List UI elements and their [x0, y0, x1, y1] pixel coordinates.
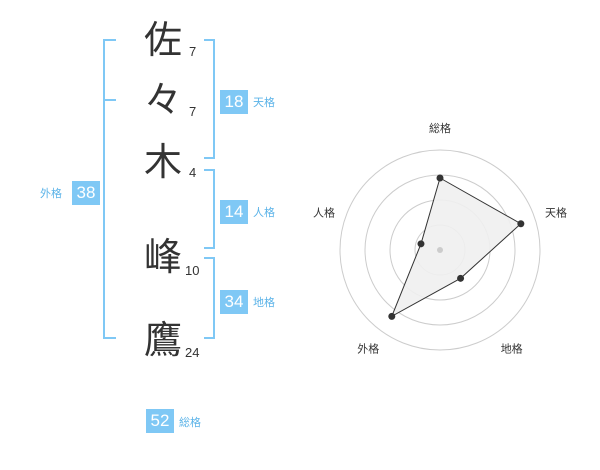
- radar-point-4: [388, 312, 396, 320]
- soukaku-value-badge: 52: [146, 409, 174, 433]
- name-char-3: 木: [143, 140, 182, 184]
- radar-points: [388, 174, 525, 320]
- soukaku-label: 総格: [179, 416, 201, 429]
- jinkaku-bracket: [204, 169, 215, 249]
- name-char-2: 々: [143, 78, 182, 122]
- tenkaku-value-badge: 18: [220, 90, 248, 114]
- tenkaku-bracket: [204, 39, 215, 159]
- stroke-count-1: 7: [189, 44, 197, 59]
- radar-axis-label-4: 外格: [357, 342, 379, 356]
- radar-point-2: [517, 220, 525, 228]
- radar-point-1: [436, 174, 444, 182]
- radar-axis-label-3: 地格: [501, 342, 523, 356]
- jinkaku-value-badge: 14: [220, 200, 248, 224]
- stroke-count-3: 4: [189, 165, 197, 180]
- gaikaku-label: 外格: [40, 187, 62, 200]
- stroke-count-4: 10: [185, 263, 200, 278]
- gaikaku-bracket: [103, 39, 116, 339]
- radar-axis-label-2: 天格: [545, 205, 567, 219]
- name-char-4: 峰: [143, 235, 182, 279]
- radar-point-5: [417, 240, 425, 248]
- chikaku-value-badge: 34: [220, 290, 248, 314]
- radar-axis-label-5: 人格: [313, 205, 335, 219]
- radar-ring: [339, 149, 541, 351]
- radar-polygon: [390, 177, 522, 318]
- chikaku-label: 地格: [253, 296, 275, 309]
- chikaku-bracket: [204, 257, 215, 339]
- jinkaku-label: 人格: [253, 206, 275, 219]
- name-char-1: 佐: [143, 18, 182, 62]
- name-char-5: 鷹: [143, 318, 182, 362]
- radar-center-dot: [437, 247, 443, 253]
- tenkaku-label: 天格: [253, 96, 275, 109]
- radar-axis-label-1: 総格: [429, 121, 451, 135]
- stroke-count-5: 24: [185, 345, 200, 360]
- gaikaku-value-badge: 38: [72, 181, 100, 205]
- radar-point-3: [457, 274, 465, 282]
- stroke-count-2: 7: [189, 104, 197, 119]
